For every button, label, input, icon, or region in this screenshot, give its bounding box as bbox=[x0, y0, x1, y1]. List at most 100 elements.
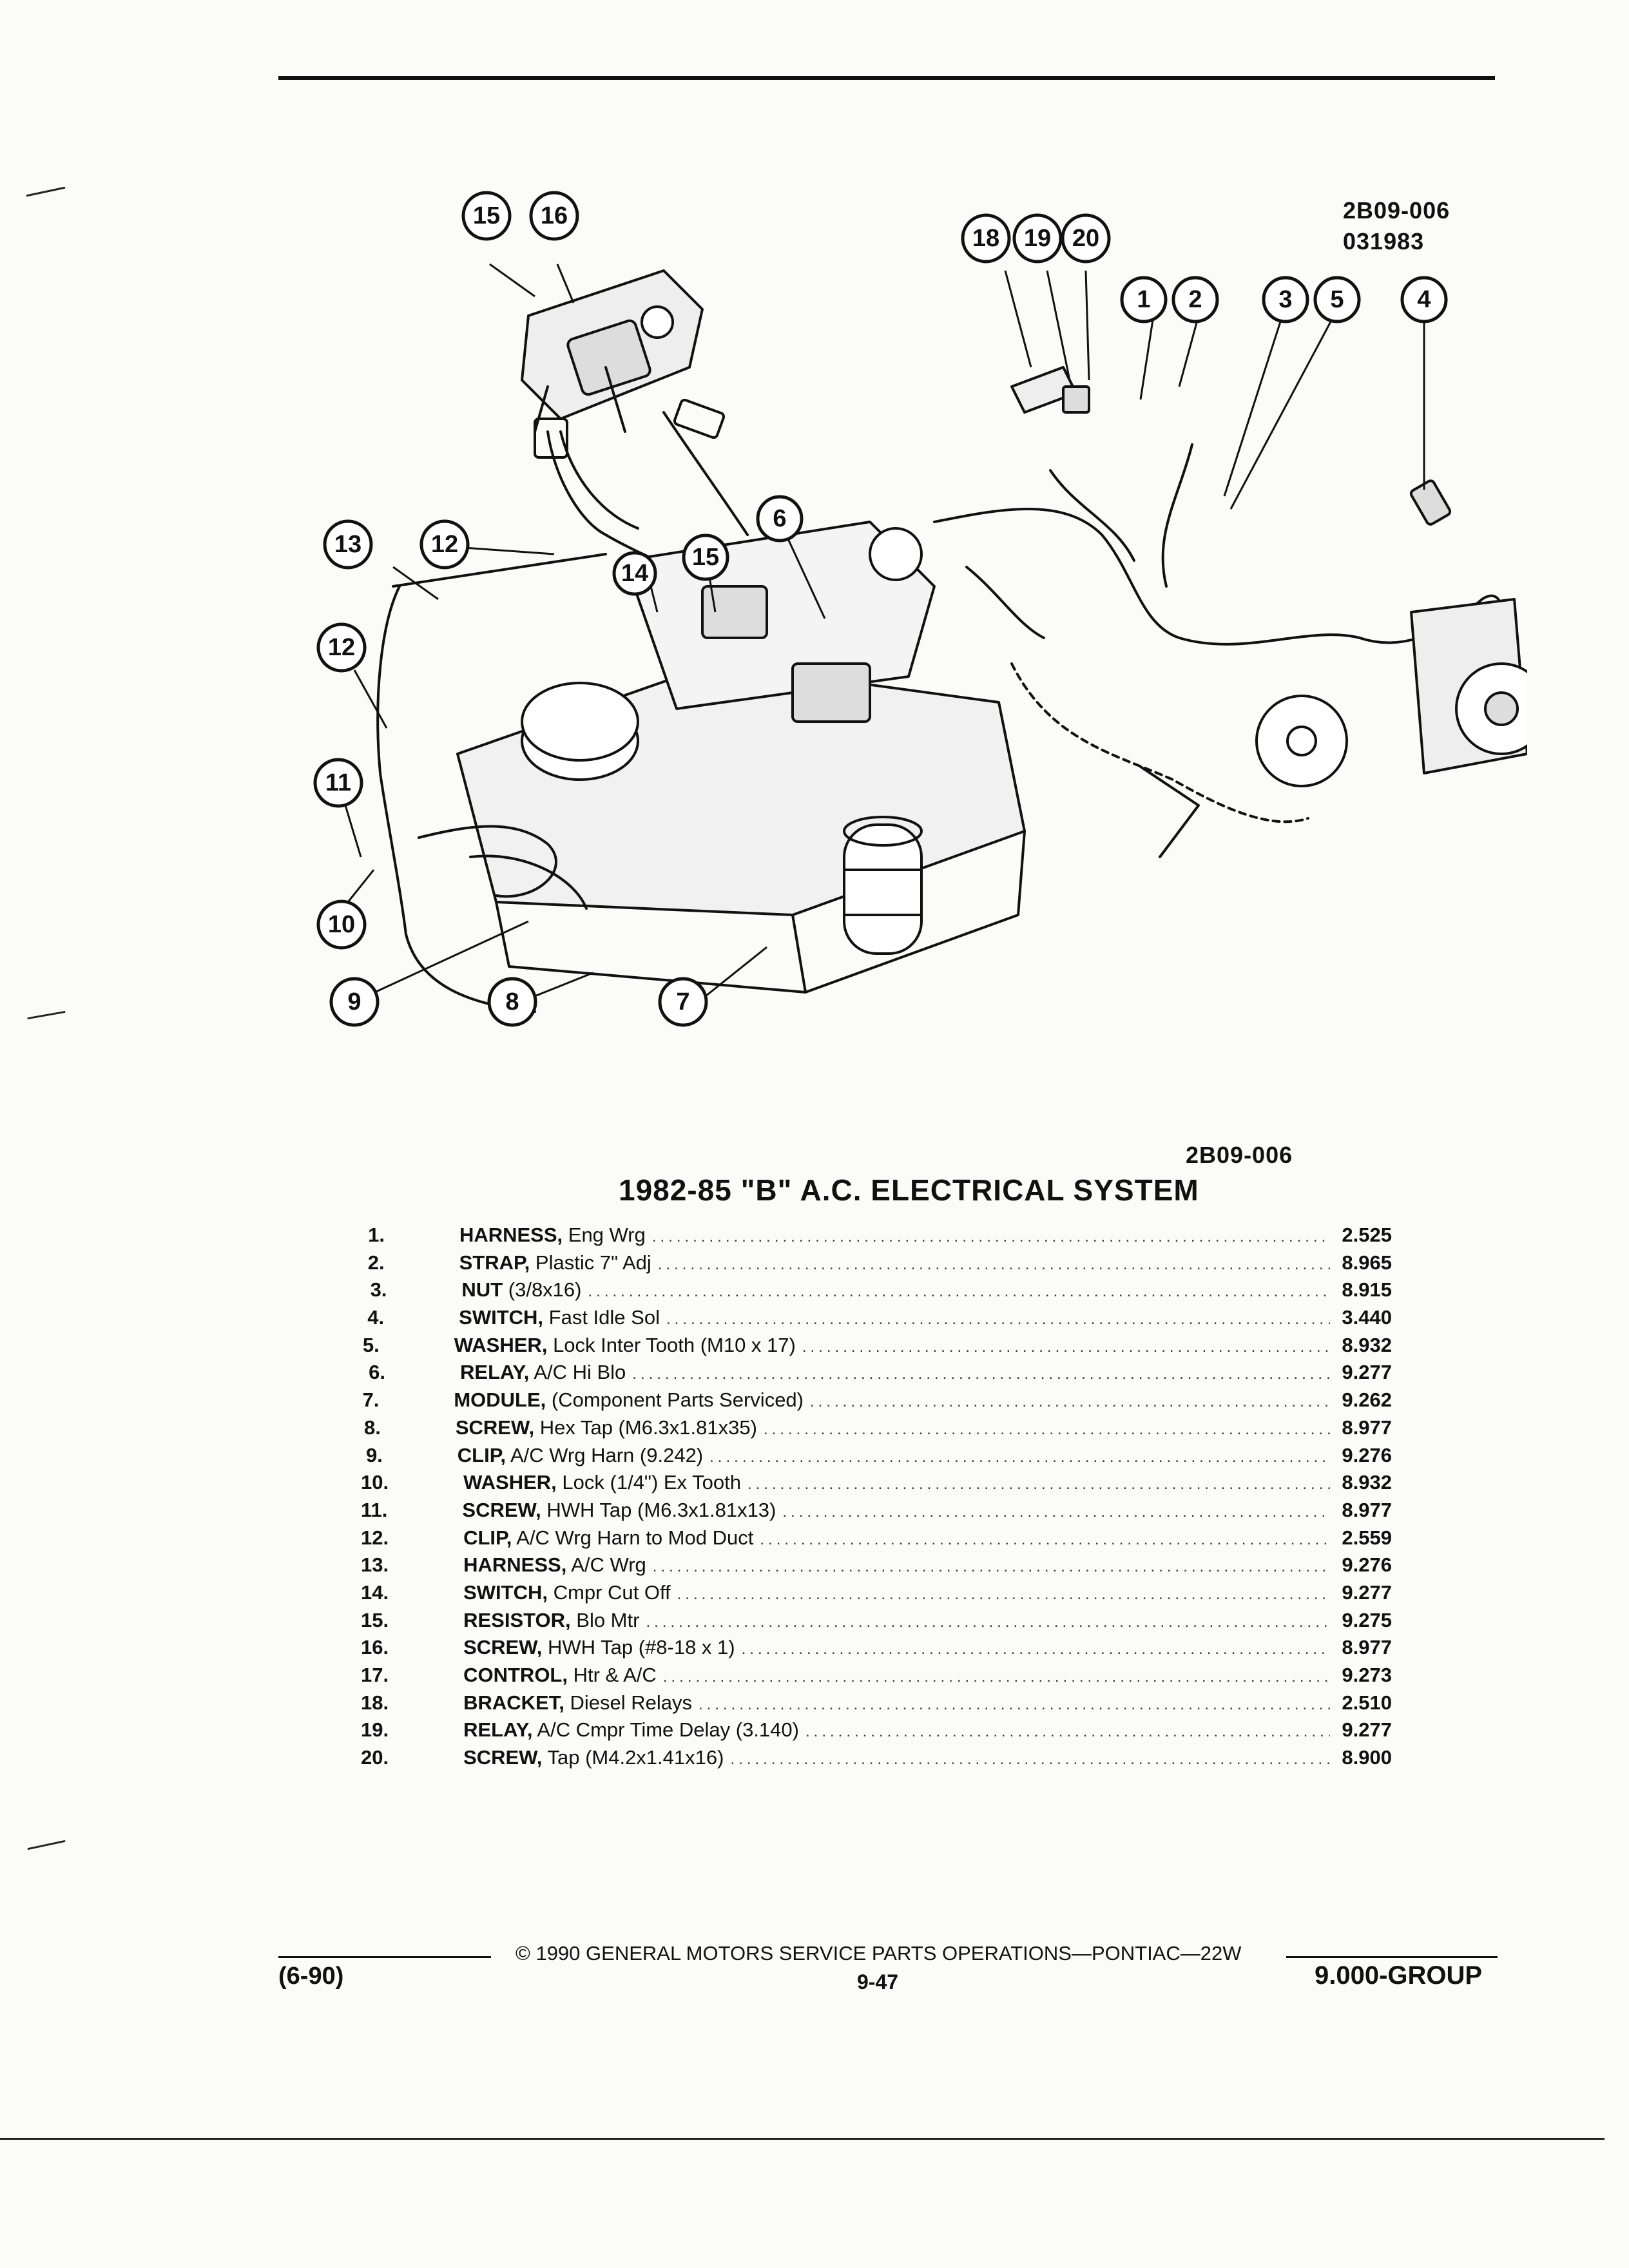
callout-17: 16 bbox=[529, 191, 579, 241]
part-row: 9.CLIP, A/C Wrg Harn (9.242)9.276 bbox=[361, 1442, 1392, 1470]
part-description: SCREW, Hex Tap (M6.3x1.81x35) bbox=[456, 1414, 757, 1442]
part-detail: Cmpr Cut Off bbox=[553, 1581, 671, 1604]
group-number: 9.276 bbox=[1342, 1553, 1392, 1577]
group-number: 8.965 bbox=[1342, 1251, 1392, 1274]
leader-dots bbox=[730, 1746, 1330, 1774]
bottom-rule bbox=[0, 2138, 1605, 2140]
part-detail: Fast Idle Sol bbox=[548, 1306, 660, 1329]
callout-3: 3 bbox=[1262, 276, 1309, 323]
leader-dots bbox=[677, 1581, 1331, 1609]
part-description: SWITCH, Fast Idle Sol bbox=[459, 1304, 660, 1332]
svg-text:15: 15 bbox=[692, 544, 719, 571]
part-number: 5. bbox=[362, 1333, 380, 1356]
part-detail: (3/8x16) bbox=[508, 1278, 582, 1302]
callout-10: 10 bbox=[316, 899, 367, 950]
part-row: 1.HARNESS, Eng Wrg2.525 bbox=[361, 1222, 1392, 1249]
part-number: 7. bbox=[362, 1389, 380, 1412]
part-row: 4.SWITCH, Fast Idle Sol3.440 bbox=[361, 1304, 1392, 1332]
part-number: 14. bbox=[361, 1581, 389, 1604]
part-number: 16. bbox=[361, 1636, 389, 1659]
part-row: 17. CONTROL, Htr & A/C 9.273 bbox=[361, 1662, 1392, 1689]
svg-text:15: 15 bbox=[473, 202, 500, 229]
callout-11: 11 bbox=[313, 758, 363, 808]
part-name: SCREW, bbox=[463, 1636, 543, 1659]
part-number: 10. bbox=[361, 1471, 389, 1494]
part-description: SWITCH, Cmpr Cut Off bbox=[463, 1579, 671, 1607]
leader-dots bbox=[663, 1664, 1331, 1691]
part-number: 17. bbox=[361, 1664, 389, 1686]
callout-20: 20 bbox=[1061, 213, 1111, 264]
part-detail: HWH Tap (M6.3x1.81x13) bbox=[546, 1498, 776, 1521]
part-row: 6.RELAY, A/C Hi Blo9.277 bbox=[361, 1359, 1392, 1387]
group-number: 9.273 bbox=[1342, 1664, 1392, 1686]
leader-dots bbox=[782, 1499, 1330, 1526]
part-detail: A/C Wrg Harn to Mod Duct bbox=[516, 1526, 754, 1549]
part-name: HARNESS, bbox=[459, 1224, 563, 1246]
part-description: NUT (3/8x16) bbox=[461, 1276, 581, 1304]
group-number: 8.932 bbox=[1342, 1471, 1392, 1494]
svg-text:18: 18 bbox=[972, 225, 999, 252]
callout-16: 15 bbox=[461, 191, 512, 241]
part-name: BRACKET, bbox=[463, 1691, 564, 1714]
footer-rule-right bbox=[1286, 1956, 1498, 1958]
callout-6: 6 bbox=[756, 495, 804, 543]
svg-text:13: 13 bbox=[334, 531, 361, 558]
leader-dots bbox=[764, 1416, 1330, 1444]
svg-text:7: 7 bbox=[676, 988, 689, 1015]
group-number: 9.276 bbox=[1342, 1443, 1392, 1466]
callout-18: 18 bbox=[961, 213, 1011, 264]
part-description: MODULE, (Component Parts Serviced) bbox=[454, 1387, 804, 1414]
part-description: CONTROL, Htr & A/C bbox=[463, 1662, 657, 1689]
callout-7: 7 bbox=[658, 977, 708, 1027]
part-name: SWITCH, bbox=[463, 1581, 548, 1604]
part-detail: Diesel Relays bbox=[570, 1691, 692, 1714]
callout-8: 8 bbox=[487, 977, 537, 1027]
part-detail: A/C Wrg Harn (9.242) bbox=[510, 1443, 704, 1466]
leader-dots bbox=[658, 1251, 1331, 1279]
group-number: 8.915 bbox=[1342, 1278, 1392, 1302]
callout-13: 13 bbox=[323, 519, 373, 570]
callout-1: 1 bbox=[1120, 276, 1168, 323]
part-name: HARNESS, bbox=[463, 1553, 567, 1577]
part-detail: A/C Wrg bbox=[571, 1553, 646, 1577]
callout-15: 15 bbox=[682, 533, 729, 581]
page-title: 1982-85 "B" A.C. ELECTRICAL SYSTEM bbox=[619, 1173, 1199, 1207]
part-detail: Lock Inter Tooth (M10 x 17) bbox=[553, 1333, 796, 1356]
svg-text:20: 20 bbox=[1072, 225, 1099, 252]
svg-text:12: 12 bbox=[328, 634, 355, 661]
part-number: 18. bbox=[361, 1691, 389, 1714]
leader-dots bbox=[666, 1306, 1330, 1334]
part-name: RESISTOR, bbox=[463, 1608, 571, 1631]
scan-mark bbox=[27, 1010, 66, 1020]
callout-19: 19 bbox=[1012, 213, 1063, 264]
top-rule bbox=[278, 76, 1495, 80]
reference-date-code: 031983 bbox=[1343, 228, 1425, 255]
part-detail: HWH Tap (#8-18 x 1) bbox=[548, 1636, 735, 1659]
part-description: WASHER, Lock (1/4") Ex Tooth bbox=[463, 1469, 741, 1497]
part-name: WASHER, bbox=[454, 1333, 548, 1356]
part-name: SCREW, bbox=[462, 1498, 541, 1521]
svg-text:2: 2 bbox=[1188, 286, 1202, 313]
part-name: SCREW, bbox=[455, 1416, 535, 1439]
part-name: SWITCH, bbox=[459, 1306, 544, 1329]
part-row: 15.RESISTOR, Blo Mtr9.275 bbox=[361, 1607, 1392, 1635]
footer-rule-left bbox=[278, 1956, 491, 1958]
part-row: 18. BRACKET, Diesel Relays 2.510 bbox=[361, 1689, 1392, 1717]
part-number: 11. bbox=[361, 1498, 388, 1521]
group-number: 8.977 bbox=[1342, 1636, 1392, 1659]
svg-text:3: 3 bbox=[1278, 286, 1292, 313]
group-number: 2.510 bbox=[1342, 1691, 1392, 1714]
part-description: BRACKET, Diesel Relays bbox=[463, 1689, 692, 1717]
part-detail: Blo Mtr bbox=[576, 1608, 640, 1631]
svg-text:1: 1 bbox=[1137, 286, 1150, 313]
part-detail: Eng Wrg bbox=[568, 1224, 646, 1246]
part-description: STRAP, Plastic 7" Adj bbox=[459, 1249, 651, 1277]
svg-text:8: 8 bbox=[505, 988, 519, 1015]
leader-dots bbox=[632, 1361, 1330, 1389]
part-name: SCREW, bbox=[463, 1746, 543, 1769]
part-detail: Hex Tap (M6.3x1.81x35) bbox=[539, 1416, 757, 1439]
part-number: 19. bbox=[361, 1718, 389, 1742]
diagram-callouts: 15 16 18 19 20 1 2 3 5 4 13 12 14 15 6 1… bbox=[313, 191, 1448, 1027]
part-row: 10. WASHER, Lock (1/4") Ex Tooth 8.932 bbox=[361, 1469, 1392, 1497]
figure-reference: 2B09-006 bbox=[1186, 1142, 1293, 1168]
